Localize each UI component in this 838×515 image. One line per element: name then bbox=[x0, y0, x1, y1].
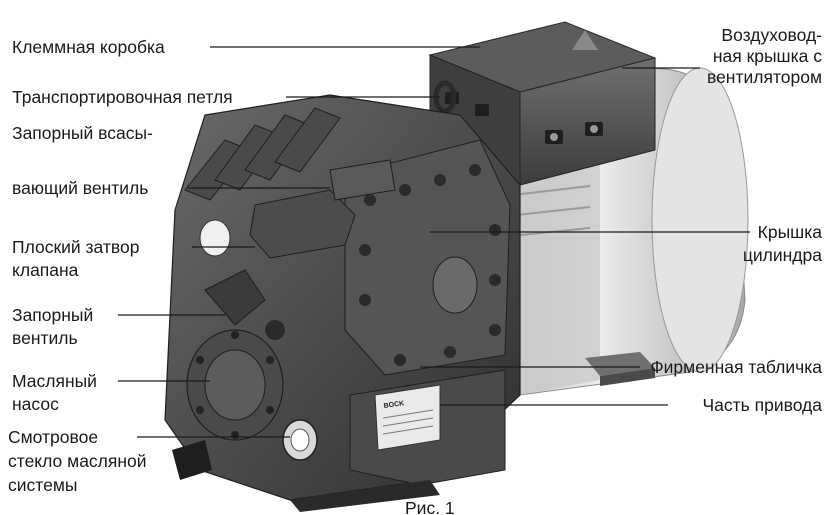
label-shutoff-valve-line2: вентиль bbox=[12, 328, 78, 348]
compressor-illustration: BOCK bbox=[164, 21, 749, 512]
label-drive-part: Часть привода bbox=[702, 395, 822, 415]
label-air-cover-line2: ная крышка с bbox=[713, 46, 822, 66]
leader-lines bbox=[118, 46, 750, 438]
label-suction-valve-line1: Запорный всасы- bbox=[12, 123, 153, 143]
label-oil-pump-line2: насос bbox=[12, 394, 59, 414]
label-air-cover-line1: Воздуховод- bbox=[721, 25, 822, 45]
oil-pump-shape bbox=[186, 329, 284, 441]
label-cylinder-cover-line2: цилиндра bbox=[743, 245, 822, 265]
label-sight-glass-line1: Смотровое bbox=[8, 427, 98, 447]
label-oil-pump-line1: Масляный bbox=[12, 371, 97, 391]
label-name-plate: Фирменная табличка bbox=[650, 357, 822, 377]
label-sight-glass-line2: стекло масляной bbox=[8, 451, 147, 471]
label-valve-plate-line1: Плоский затвор bbox=[12, 237, 140, 257]
label-shutoff-valve-line1: Запорный bbox=[12, 305, 93, 325]
label-cylinder-cover-line1: Крышка bbox=[758, 222, 823, 242]
label-sight-glass-line3: системы bbox=[8, 475, 77, 495]
label-air-cover-line3: вентилятором bbox=[707, 67, 822, 87]
name-plate-shape: BOCK bbox=[374, 384, 441, 451]
figure-caption: Рис. 1 bbox=[405, 498, 455, 515]
sight-glass-shape bbox=[282, 419, 318, 461]
label-terminal-box: Клеммная коробка bbox=[12, 37, 165, 57]
name-plate-brand: BOCK bbox=[383, 400, 404, 410]
compressor-body: BOCK bbox=[164, 94, 521, 512]
label-valve-plate-line2: клапана bbox=[12, 260, 79, 280]
labels: Клеммная коробка Воздуховод- ная крышка … bbox=[8, 25, 822, 515]
label-suction-valve-line2: вающий вентиль bbox=[12, 178, 148, 198]
label-transport-loop: Транспортировочная петля bbox=[12, 87, 233, 107]
